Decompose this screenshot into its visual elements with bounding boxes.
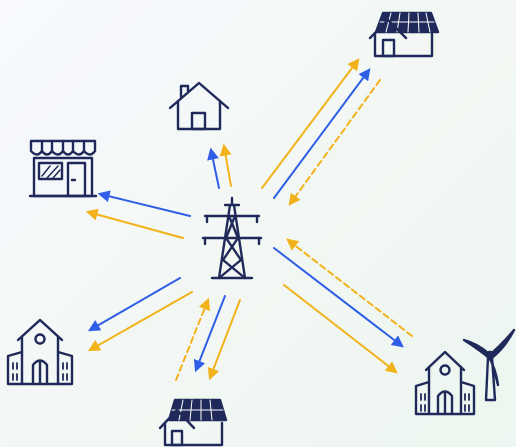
- flow-arrow-school-left-amber: [87, 291, 193, 352]
- flow-arrow-solar-top-amber: [261, 58, 360, 189]
- flow-arrow-school-wind-amber: [283, 284, 398, 374]
- flow-arrow-school-wind-blue: [273, 247, 404, 348]
- flow-arrow-house-amber: [219, 143, 232, 187]
- flow-arrow-shop-amber: [85, 208, 184, 239]
- school-building-icon: [6, 318, 74, 386]
- solar-house-icon: [368, 11, 440, 58]
- shop-icon: [28, 139, 98, 198]
- flow-arrows: [85, 58, 413, 381]
- power-pylon-icon: [201, 196, 263, 280]
- school-with-wind-turbine-icon: [414, 328, 516, 416]
- flow-arrow-solar-top-dashed: [288, 79, 381, 206]
- flow-arrow-shop-blue: [97, 190, 191, 217]
- flow-arrow-solar-bottom-dashed: [175, 297, 211, 381]
- solar-house-bottom-icon: [158, 398, 228, 447]
- house-icon: [168, 81, 230, 131]
- flow-arrow-house-blue: [207, 147, 220, 189]
- flow-arrow-school-wind-dashed: [286, 238, 413, 337]
- flow-arrow-solar-top-blue: [273, 68, 371, 199]
- flow-arrow-solar-bottom-amber: [207, 299, 241, 381]
- flow-arrow-solar-bottom-blue: [193, 295, 226, 373]
- flow-arrow-school-left-blue: [87, 277, 181, 332]
